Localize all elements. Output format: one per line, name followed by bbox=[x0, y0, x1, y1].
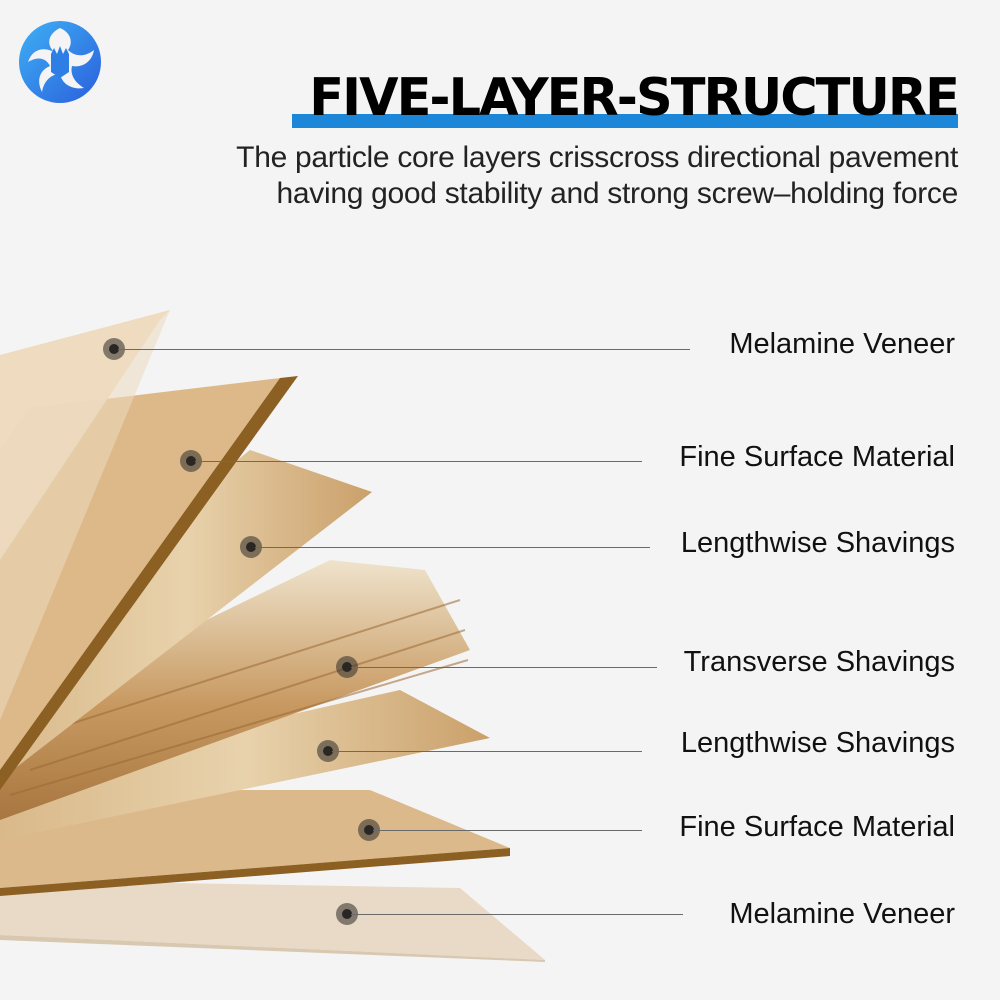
subtitle: The particle core layers crisscross dire… bbox=[236, 140, 958, 212]
layer-label: Fine Surface Material bbox=[679, 441, 955, 473]
marker-dot-icon bbox=[103, 338, 125, 360]
layer-label: Transverse Shavings bbox=[683, 646, 955, 678]
marker-dot-icon bbox=[336, 656, 358, 678]
layer-label: Lengthwise Shavings bbox=[680, 727, 955, 759]
subtitle-line-1: The particle core layers crisscross dire… bbox=[236, 141, 958, 174]
title-block: FIVE-LAYER-STRUCTURE bbox=[291, 68, 960, 128]
leader-line bbox=[118, 349, 690, 350]
leader-line bbox=[351, 914, 683, 915]
title-underline-bar bbox=[291, 114, 958, 128]
leader-line bbox=[255, 547, 650, 548]
leader-line bbox=[195, 461, 642, 462]
marker-dot-icon bbox=[317, 740, 339, 762]
page-title: FIVE-LAYER-STRUCTURE bbox=[309, 68, 960, 128]
leader-line bbox=[351, 667, 657, 668]
marker-dot-icon bbox=[336, 903, 358, 925]
layer-label: Melamine Veneer bbox=[729, 328, 955, 360]
layer-label: Melamine Veneer bbox=[729, 898, 955, 930]
leader-line bbox=[332, 751, 642, 752]
marker-dot-icon bbox=[180, 450, 202, 472]
leader-line bbox=[373, 830, 642, 831]
layer-label: Lengthwise Shavings bbox=[680, 527, 955, 559]
marker-dot-icon bbox=[240, 536, 262, 558]
subtitle-line-2: having good stability and strong screw–h… bbox=[276, 177, 959, 210]
layer-label: Fine Surface Material bbox=[679, 811, 955, 843]
brand-logo-icon bbox=[19, 21, 101, 103]
marker-dot-icon bbox=[358, 819, 380, 841]
